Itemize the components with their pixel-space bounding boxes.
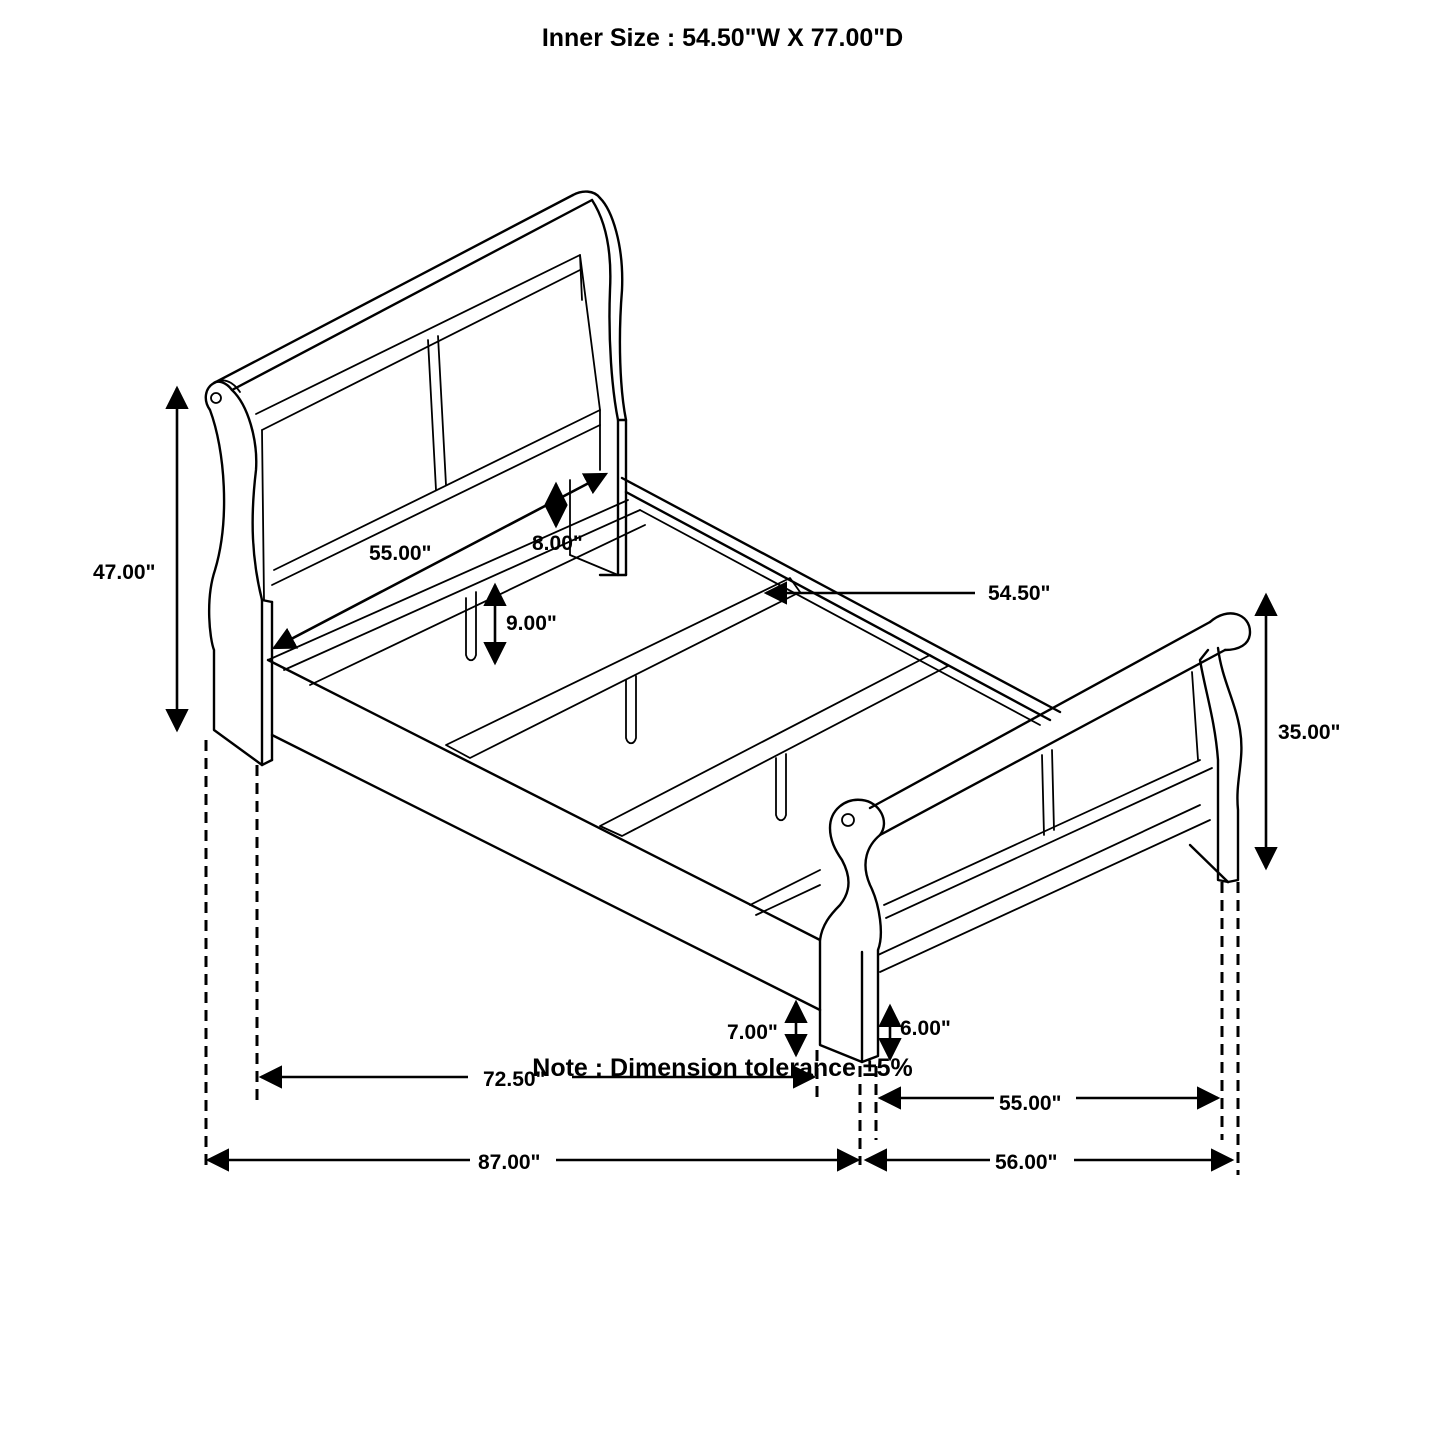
tolerance-note: Note : Dimension tolerance ±5%: [532, 1054, 913, 1082]
side-rail-length-label: 72.50": [483, 1068, 546, 1091]
leg-height-label: 9.00": [506, 612, 557, 635]
footboard-clearance-label: 6.00": [900, 1017, 951, 1040]
footboard-height-label: 35.00": [1278, 721, 1341, 744]
overall-length-label: 87.00": [478, 1151, 541, 1174]
inner-size-title: Inner Size : 54.50"W X 77.00"D: [541, 24, 904, 52]
extension-lines: [204, 740, 1240, 1175]
headboard-width-label: 55.00": [369, 542, 432, 565]
dimension-arrows: [165, 385, 1278, 1172]
headboard-rail-label: 8.00": [532, 532, 583, 555]
footboard-width-label: 55.00": [999, 1092, 1062, 1115]
headboard-height-label: 47.00": [93, 561, 156, 584]
footboard: [818, 612, 1252, 1064]
headboard: [204, 190, 628, 767]
side-rail-clearance-label: 7.00": [727, 1021, 778, 1044]
inner-width-label: 54.50": [988, 582, 1051, 605]
dimension-labels: 47.00" 35.00" 55.00" 8.00" 54.50" 9.00" …: [93, 532, 1341, 1174]
overall-width-label: 56.00": [995, 1151, 1058, 1174]
